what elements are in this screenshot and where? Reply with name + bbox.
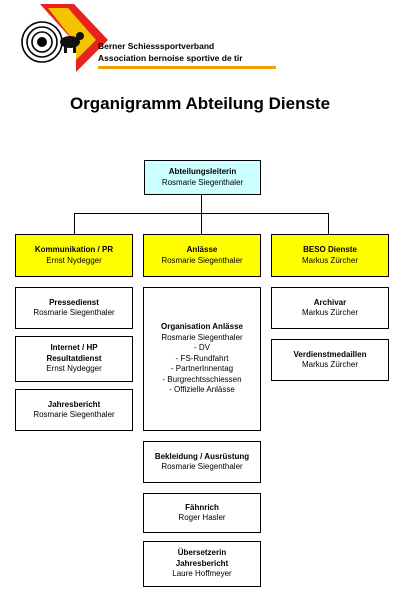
event-item: - PartnerInnentag [170,364,234,374]
unit-title: Übersetzerin [177,548,227,558]
dept-name: Rosmarie Siegenthaler [161,255,243,265]
event-item: - Burgrechtsschiessen [162,374,242,384]
unit-box-verdienstmedaillen: Verdienstmedaillen Markus Zürcher [271,339,389,381]
unit-title: Verdienstmedaillen [293,349,367,359]
dept-title: Anlässe [186,245,218,254]
unit-title: Organisation Anlässe [161,322,243,332]
page-title: Organigramm Abteilung Dienste [69,94,331,113]
unit-name: Ernst Nydegger [46,364,102,374]
unit-name: Rosmarie Siegenthaler [161,332,243,342]
logo-name-fr: Association bernoise sportive de tir [98,53,243,63]
unit-name: Rosmarie Siegenthaler [33,308,115,317]
unit-name: Rosmarie Siegenthaler [161,462,243,471]
unit-name: Laure Hoffmeyer [172,569,232,579]
unit-title: Bekleidung / Ausrüstung [154,451,250,461]
unit-box-bekleidung: Bekleidung / Ausrüstung Rosmarie Siegent… [143,441,261,483]
shooting-target-icon [21,4,108,72]
unit-name: Markus Zürcher [301,308,358,317]
unit-box-uebersetzerin: Übersetzerin Jahresbericht Laure Hoffmey… [143,541,261,587]
connector-dept3 [328,213,329,234]
dept-box-beso: BESO Dienste Markus Zürcher [271,234,389,277]
unit-title: Jahresbericht [47,399,101,409]
event-item: - FS-Rundfahrt [175,353,229,363]
event-item: - DV [194,343,210,353]
bear-icon [60,32,84,53]
unit-title: Fähnrich [185,502,219,512]
head-box: Abteilungsleiterin Rosmarie Siegenthaler [144,160,261,195]
unit-box-organisation-anlaesse: Organisation Anlässe Rosmarie Siegenthal… [143,287,261,431]
unit-title-2: Jahresbericht [175,558,229,568]
unit-box-internet: Internet / HP Resultatdienst Ernst Nydeg… [15,336,133,382]
head-name: Rosmarie Siegenthaler [161,177,244,187]
logo-underline [98,66,276,69]
dept-name: Ernst Nydegger [46,255,102,265]
unit-title: Internet / HP [50,343,98,353]
dept-title: BESO Dienste [303,245,357,254]
unit-name: Rosmarie Siegenthaler [33,410,115,419]
dept-name: Markus Zürcher [301,255,358,265]
unit-box-archivar: Archivar Markus Zürcher [271,287,389,329]
unit-name: Markus Zürcher [301,360,358,369]
unit-title-2: Resultatdienst [46,353,102,363]
connector-dept1 [74,213,75,234]
unit-name: Roger Hasler [178,513,226,522]
event-item: - Offizielle Anlässe [169,385,235,395]
dept-box-kommunikation: Kommunikation / PR Ernst Nydegger [15,234,133,277]
club-logo: Berner Schiesssportverband Association b… [18,4,276,76]
connector-head-down [201,194,202,214]
unit-box-faehnrich: Fähnrich Roger Hasler [143,493,261,533]
unit-box-pressedienst: Pressedienst Rosmarie Siegenthaler [15,287,133,329]
dept-title: Kommunikation / PR [34,245,114,254]
dept-box-anlaesse: Anlässe Rosmarie Siegenthaler [143,234,261,277]
unit-title: Pressedienst [49,297,99,307]
unit-title: Archivar [313,297,347,307]
connector-dept2 [201,213,202,234]
unit-box-jahresbericht: Jahresbericht Rosmarie Siegenthaler [15,389,133,431]
logo-name-de: Berner Schiesssportverband [98,41,215,51]
head-role: Abteilungsleiterin [168,167,237,176]
